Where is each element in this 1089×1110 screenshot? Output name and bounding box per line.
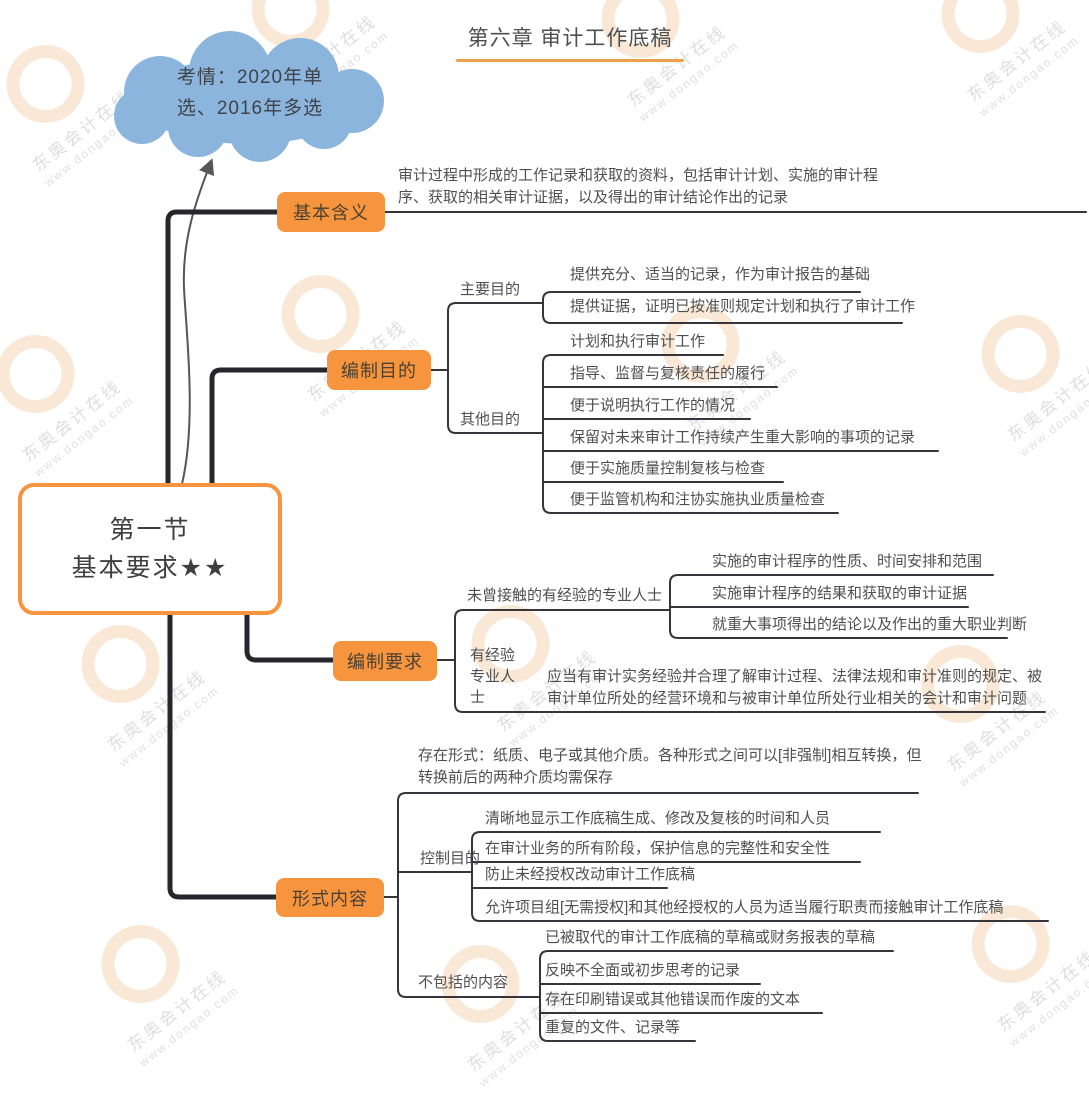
topic-purpose[interactable]: 编制目的: [327, 350, 431, 390]
root-line2: 基本要求★★: [71, 554, 229, 582]
node-main-purpose-label[interactable]: 主要目的: [460, 281, 521, 298]
mindmap-connectors: [114, 31, 1087, 1042]
node-fresh-professional-item[interactable]: 就重大事项得出的结论以及作出的重大职业判断: [712, 616, 1028, 633]
node-main-purpose-item[interactable]: 提供充分、适当的记录，作为审计报告的基础: [570, 266, 871, 283]
node-other-purpose-label[interactable]: 其他目的: [460, 411, 521, 428]
node-other-purpose-item[interactable]: 指导、监督与复核责任的履行: [570, 365, 766, 382]
node-control-purpose-item[interactable]: 防止未经授权改动审计工作底稿: [485, 866, 696, 883]
cloud-line1: 考情：2020年单: [176, 67, 324, 88]
node-control-purpose-item[interactable]: 在审计业务的所有阶段，保护信息的完整性和安全性: [485, 840, 831, 857]
node-meaning-desc[interactable]: 审计过程中形成的工作记录和获取的资料，包括审计计划、实施的审计程序、获取的相关审…: [398, 167, 879, 206]
node-control-purpose-item[interactable]: 允许项目组[无需授权]和其他经授权的人员为适当履行职责而接触审计工作底稿: [485, 899, 1004, 916]
node-existence-form-desc[interactable]: 存在形式：纸质、电子或其他介质。各种形式之间可以[非强制]相互转换，但转换前后的…: [418, 747, 922, 786]
node-other-purpose-item[interactable]: 保留对未来审计工作持续产生重大影响的事项的记录: [570, 429, 916, 446]
branch-lines: [383, 211, 1087, 1042]
cloud-line2: 选、2016年多选: [176, 98, 324, 119]
root-node-section1[interactable]: 第一节 基本要求★★: [18, 483, 282, 615]
node-experienced-label[interactable]: 有经验专业人士: [470, 647, 516, 706]
node-other-purpose-item[interactable]: 便于监管机构和注协实施执业质量检查: [570, 491, 826, 508]
topic-form-content[interactable]: 形式内容: [276, 878, 384, 917]
page-title: 第六章 审计工作底稿: [467, 27, 673, 50]
topic-basic-meaning[interactable]: 基本含义: [277, 192, 385, 232]
node-excluded-content-item[interactable]: 反映不全面或初步思考的记录: [545, 962, 741, 979]
node-other-purpose-item[interactable]: 便于说明执行工作的情况: [570, 397, 736, 414]
root-line1: 第一节: [109, 516, 191, 544]
node-main-purpose-item[interactable]: 提供证据，证明已按准则规定计划和执行了审计工作: [570, 298, 916, 315]
node-fresh-professional-label[interactable]: 未曾接触的有经验的专业人士: [467, 587, 663, 604]
node-fresh-professional-item[interactable]: 实施的审计程序的性质、时间安排和范围: [712, 553, 983, 570]
node-other-purpose-item[interactable]: 计划和执行审计工作: [570, 333, 706, 350]
trunk-lines: [165, 209, 336, 900]
node-fresh-professional-item[interactable]: 实施审计程序的结果和获取的审计证据: [712, 585, 968, 602]
node-experienced-desc[interactable]: 应当有审计实务经验并合理了解审计过程、法律法规和审计准则的规定、被审计单位所处的…: [547, 668, 1043, 707]
topic-requirement[interactable]: 编制要求: [333, 641, 437, 681]
arrow-to-cloud: [181, 158, 215, 485]
node-excluded-content-item[interactable]: 重复的文件、记录等: [545, 1019, 681, 1036]
node-control-purpose-label[interactable]: 控制目的: [420, 850, 481, 867]
cloud-topic-exam-note[interactable]: 考情：2020年单 选、2016年多选: [146, 62, 354, 124]
node-excluded-content-label[interactable]: 不包括的内容: [418, 974, 509, 991]
node-excluded-content-item[interactable]: 存在印刷错误或其他错误而作废的文本: [545, 991, 801, 1008]
node-control-purpose-item[interactable]: 清晰地显示工作底稿生成、修改及复核的时间和人员: [485, 810, 831, 827]
cloud-shape[interactable]: [114, 31, 384, 162]
title-underline: [456, 59, 684, 62]
node-excluded-content-item[interactable]: 已被取代的审计工作底稿的草稿或财务报表的草稿: [545, 929, 876, 946]
node-other-purpose-item[interactable]: 便于实施质量控制复核与检查: [570, 460, 766, 477]
